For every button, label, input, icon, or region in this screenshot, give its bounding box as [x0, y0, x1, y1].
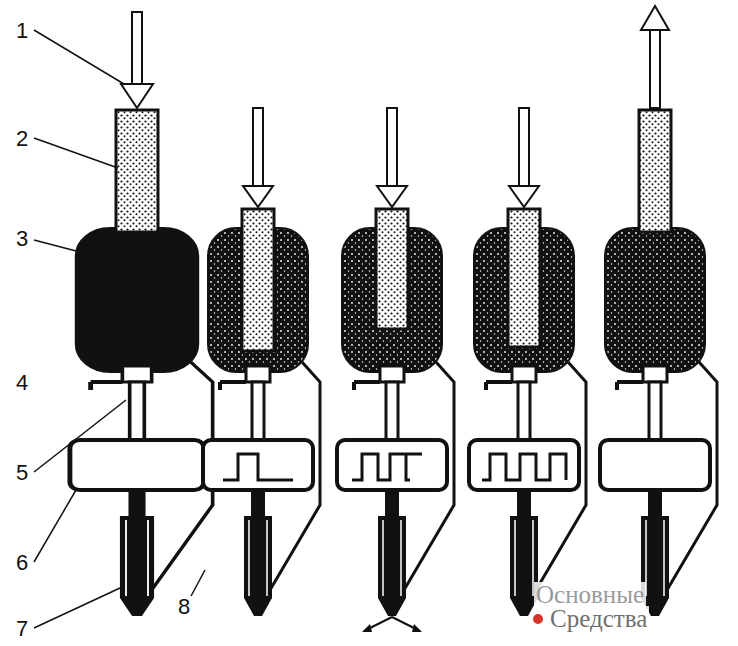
injector-column	[70, 228, 213, 616]
callout-number: 1	[14, 20, 30, 42]
spray	[366, 617, 418, 630]
flow-arrow	[132, 12, 142, 84]
injector-column	[600, 228, 717, 616]
callout-number: 4	[14, 372, 30, 394]
callout-number: 6	[14, 552, 30, 574]
callout-number: 5	[14, 462, 30, 484]
leader-lines	[34, 30, 205, 628]
watermark: Основные	[534, 582, 646, 607]
watermark-dot	[533, 614, 543, 624]
callout-number: 3	[14, 228, 30, 250]
tube	[116, 110, 158, 232]
watermark: Средства	[548, 606, 649, 631]
callout-number: 8	[176, 596, 192, 618]
callout-number: 7	[14, 618, 30, 640]
callout-number: 2	[14, 128, 30, 150]
